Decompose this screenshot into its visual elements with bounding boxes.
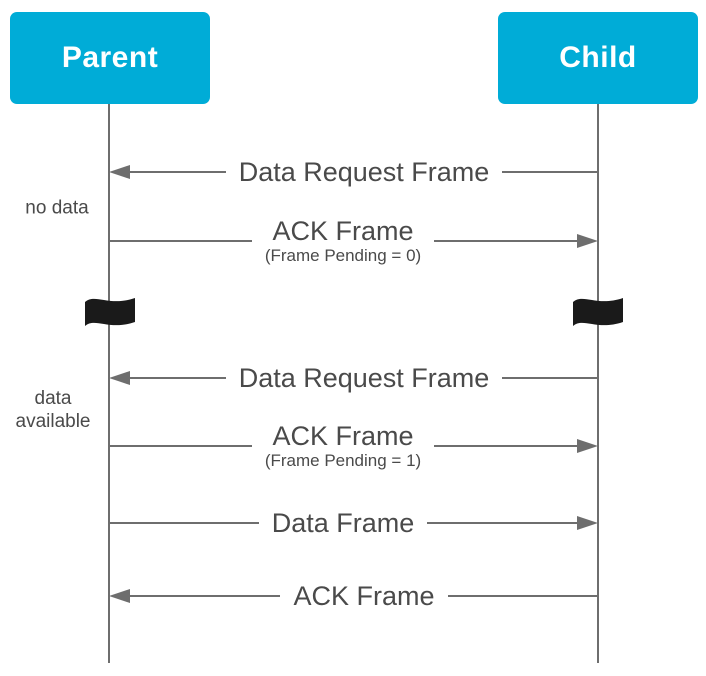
actor-parent-label: Parent (61, 41, 159, 74)
message-label-block: ACK Frame (280, 581, 447, 611)
message-line (502, 377, 599, 379)
message-label-block: Data Request Frame (226, 157, 503, 187)
arrowhead-left-icon (109, 165, 130, 179)
actor-child-label: Child (559, 41, 637, 74)
arrowhead-right-icon (577, 439, 599, 453)
message-row-2: ACK Frame(Frame Pending = 0) (109, 211, 599, 271)
message-line (109, 445, 252, 447)
message-line (130, 171, 226, 173)
message-label: Data Request Frame (238, 157, 490, 187)
message-line (434, 445, 578, 447)
message-row-3: Data Request Frame (109, 348, 599, 408)
message-label: ACK Frame (272, 421, 414, 451)
annotation-data-available: data available (15, 388, 91, 432)
message-sublabel: (Frame Pending = 1) (264, 451, 422, 470)
arrowhead-right-icon (577, 516, 599, 530)
message-line (447, 595, 598, 597)
message-line (434, 240, 578, 242)
arrowhead-right-icon (577, 234, 599, 248)
message-line (109, 240, 252, 242)
message-row-4: ACK Frame(Frame Pending = 1) (109, 416, 599, 476)
message-label-block: ACK Frame(Frame Pending = 0) (252, 216, 434, 266)
message-label-block: Data Request Frame (226, 363, 503, 393)
message-label: ACK Frame (293, 581, 435, 611)
message-label: Data Request Frame (238, 363, 490, 393)
message-line (427, 522, 578, 524)
actor-child: Child (498, 12, 698, 104)
actor-parent: Parent (10, 12, 210, 104)
message-label: Data Frame (271, 508, 415, 538)
arrowhead-left-icon (109, 589, 130, 603)
message-row-6: ACK Frame (109, 566, 598, 626)
annotation-no-data: no data (25, 197, 89, 219)
flag-icon (85, 298, 135, 326)
message-sublabel: (Frame Pending = 0) (264, 246, 422, 265)
arrowhead-left-icon (109, 371, 130, 385)
message-line (130, 595, 281, 597)
message-row-5: Data Frame (109, 493, 599, 553)
message-row-1: Data Request Frame (109, 142, 599, 202)
lifeline-child (597, 104, 599, 663)
message-label-block: ACK Frame(Frame Pending = 1) (252, 421, 434, 471)
message-label-block: Data Frame (259, 508, 428, 538)
message-line (109, 522, 259, 524)
message-line (130, 377, 226, 379)
flag-icon (573, 298, 623, 326)
message-line (502, 171, 599, 173)
message-label: ACK Frame (272, 216, 414, 246)
